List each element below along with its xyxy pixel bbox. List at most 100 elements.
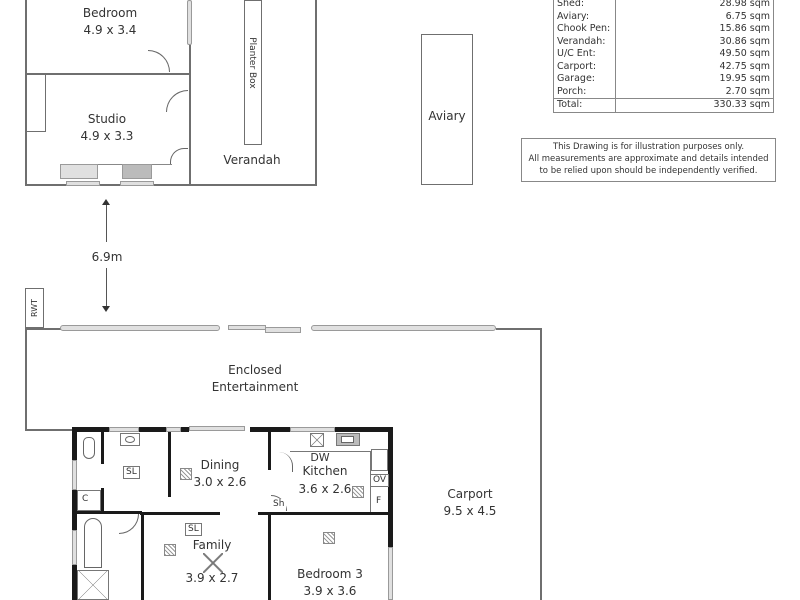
room-dims-bedroom3: 3.9 x 3.6 — [303, 584, 357, 598]
cupboard — [77, 490, 101, 511]
wall — [72, 511, 142, 514]
wall — [60, 164, 172, 165]
window-sill — [120, 181, 154, 186]
toilet-icon — [83, 437, 95, 459]
window — [388, 547, 393, 600]
area-row: Garage: 19.95 sqm — [554, 73, 773, 86]
area-label: Aviary: — [557, 10, 590, 22]
skylight-label: SL — [123, 466, 140, 479]
wall — [25, 328, 61, 330]
area-label: Shed: — [557, 0, 585, 9]
heater-icon — [180, 468, 192, 480]
room-name-family: Family — [192, 538, 232, 552]
bench-edge — [290, 451, 370, 452]
room-name-studio: Studio — [87, 112, 127, 126]
bench-curve — [271, 452, 293, 472]
room-dims-studio: 4.9 x 3.3 — [80, 129, 134, 143]
wall — [168, 432, 171, 497]
window — [166, 427, 181, 432]
room-name-bedroom: Bedroom — [82, 6, 138, 20]
disclaimer-line: This Drawing is for illustration purpose… — [552, 142, 745, 152]
dishwasher-label: DW — [310, 451, 330, 464]
wall — [315, 0, 317, 186]
window — [228, 325, 266, 330]
wall — [25, 0, 27, 185]
window — [72, 460, 77, 490]
sliding-door — [189, 426, 245, 431]
wall — [540, 328, 542, 600]
basin-icon — [120, 433, 140, 446]
room-name-entertainment-2: Entertainment — [211, 380, 299, 394]
wall — [72, 427, 109, 432]
planter-box-label: Planter Box — [247, 37, 257, 89]
room-name-dining: Dining — [200, 458, 240, 472]
wall — [101, 432, 104, 464]
closet — [26, 74, 46, 132]
heater-icon — [164, 544, 176, 556]
aviary — [421, 34, 473, 185]
wall — [140, 512, 220, 515]
window-sill — [66, 181, 100, 186]
area-label: U/C Ent: — [557, 48, 596, 59]
wall — [268, 432, 271, 470]
area-row: Porch: 2.70 sqm — [554, 86, 773, 99]
heater-icon — [323, 532, 335, 544]
dimension-line — [106, 268, 107, 308]
disclaimer-line: to be relied upon should be independentl… — [539, 166, 758, 176]
arrow-down-icon — [102, 306, 110, 312]
wall — [258, 512, 393, 515]
bath-icon — [84, 518, 102, 568]
oven-label: OV — [370, 474, 390, 487]
window — [311, 325, 496, 331]
wall — [250, 427, 290, 432]
dimension-label: 6.9m — [91, 250, 123, 264]
area-total-value: 330.33 sqm — [713, 99, 771, 110]
area-value: 28.98 sqm — [719, 0, 770, 9]
area-row: U/C Ent: 49.50 sqm — [554, 48, 773, 61]
ceiling-fan-icon — [203, 553, 223, 573]
room-dims-dining: 3.0 x 2.6 — [193, 475, 247, 489]
room-dims-bedroom: 4.9 x 3.4 — [83, 23, 137, 37]
area-total-row: Total:330.33 sqm — [554, 98, 773, 112]
wall — [189, 45, 191, 185]
wall — [25, 184, 316, 186]
area-row: Shed: 28.98 sqm — [554, 0, 773, 11]
area-value: 2.70 sqm — [725, 85, 770, 97]
area-label: Verandah: — [557, 35, 606, 47]
dimension-line — [106, 202, 107, 242]
room-name-entertainment-1: Enclosed — [228, 363, 282, 377]
area-label: Chook Pen: — [557, 23, 611, 34]
room-name-kitchen: Kitchen — [302, 464, 348, 478]
planter-box — [244, 0, 262, 145]
step — [170, 148, 188, 164]
area-value: 49.50 sqm — [719, 48, 770, 59]
cooktop-icon — [371, 449, 388, 471]
area-label: Porch: — [557, 85, 587, 97]
shelf-label: Sh — [271, 499, 287, 510]
area-value: 6.75 sqm — [725, 10, 770, 22]
room-name-bedroom3: Bedroom 3 — [297, 567, 363, 581]
area-value: 19.95 sqm — [719, 73, 770, 84]
wall — [25, 73, 190, 75]
window — [290, 427, 335, 432]
wall — [496, 328, 542, 330]
table-divider — [615, 0, 616, 113]
wall — [139, 427, 166, 432]
window — [187, 0, 192, 45]
sink-bowl — [341, 436, 354, 443]
room-name-carport: Carport — [447, 487, 493, 501]
room-name-verandah: Verandah — [223, 153, 281, 167]
area-row: Verandah:30.86 sqm — [554, 36, 773, 49]
skylight-label: SL — [185, 523, 202, 536]
shower-icon — [77, 570, 109, 600]
wall — [388, 427, 393, 547]
area-value: 42.75 sqm — [719, 60, 770, 72]
window — [122, 164, 152, 179]
door-swing — [119, 514, 139, 534]
wall — [181, 427, 189, 432]
cupboard-label: C — [80, 494, 91, 505]
window — [109, 427, 139, 432]
wall — [141, 512, 144, 600]
area-label: Garage: — [557, 73, 595, 84]
